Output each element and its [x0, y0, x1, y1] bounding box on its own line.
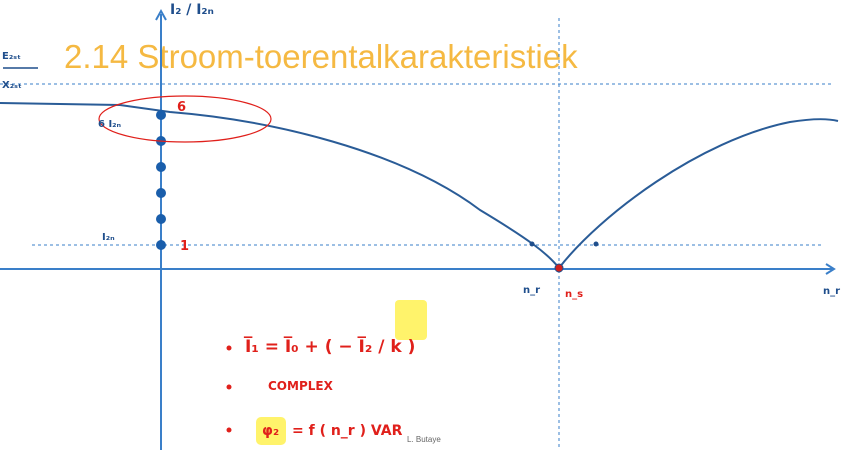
intersection-dot-left [529, 241, 535, 247]
ratio-denominator: X₂ₛₜ [2, 80, 22, 91]
point-1 [156, 240, 166, 250]
point-6 [156, 110, 166, 120]
synchronous-point [554, 263, 564, 273]
y-axis-arrow [155, 8, 167, 21]
x-axis-label: n_r [823, 286, 840, 297]
intersection-dot-right [593, 241, 599, 247]
formula-3-rest: = f ( n_r ) VAR [292, 423, 403, 439]
formula-1: I̅₁ = I̅₀ + ( − I̅₂ / k ) [243, 335, 415, 357]
author-credit: L. Butaye [407, 435, 441, 444]
marker-6-left: 6 I₂ₙ [98, 119, 122, 130]
ratio-numerator: E₂ₛₜ [2, 51, 21, 62]
highlight-i2 [395, 300, 427, 340]
bullet-3 [226, 427, 232, 433]
ns-label: n_s [565, 289, 583, 300]
nr-label: n_r [523, 285, 540, 296]
highlight-phi [256, 417, 286, 445]
marker-1-right: 1 [180, 239, 189, 254]
point-4 [156, 162, 166, 172]
bullet-1 [226, 345, 232, 351]
current-speed-curve [0, 102, 839, 270]
bullet-2 [226, 384, 232, 390]
point-2 [156, 214, 166, 224]
formula-3-phi: φ₂ [262, 423, 279, 439]
formula-2: COMPLEX [268, 379, 334, 393]
x-axis-arrow [825, 263, 836, 275]
marker-1-left: I₂ₙ [102, 232, 115, 243]
point-3 [156, 188, 166, 198]
highlight-ellipse [98, 95, 272, 143]
y-axis-label: I₂ / I₂ₙ [170, 2, 214, 18]
marker-6-right: 6 [177, 100, 186, 115]
slide-title: 2.14 Stroom-toerentalkarakteristiek [64, 38, 578, 75]
